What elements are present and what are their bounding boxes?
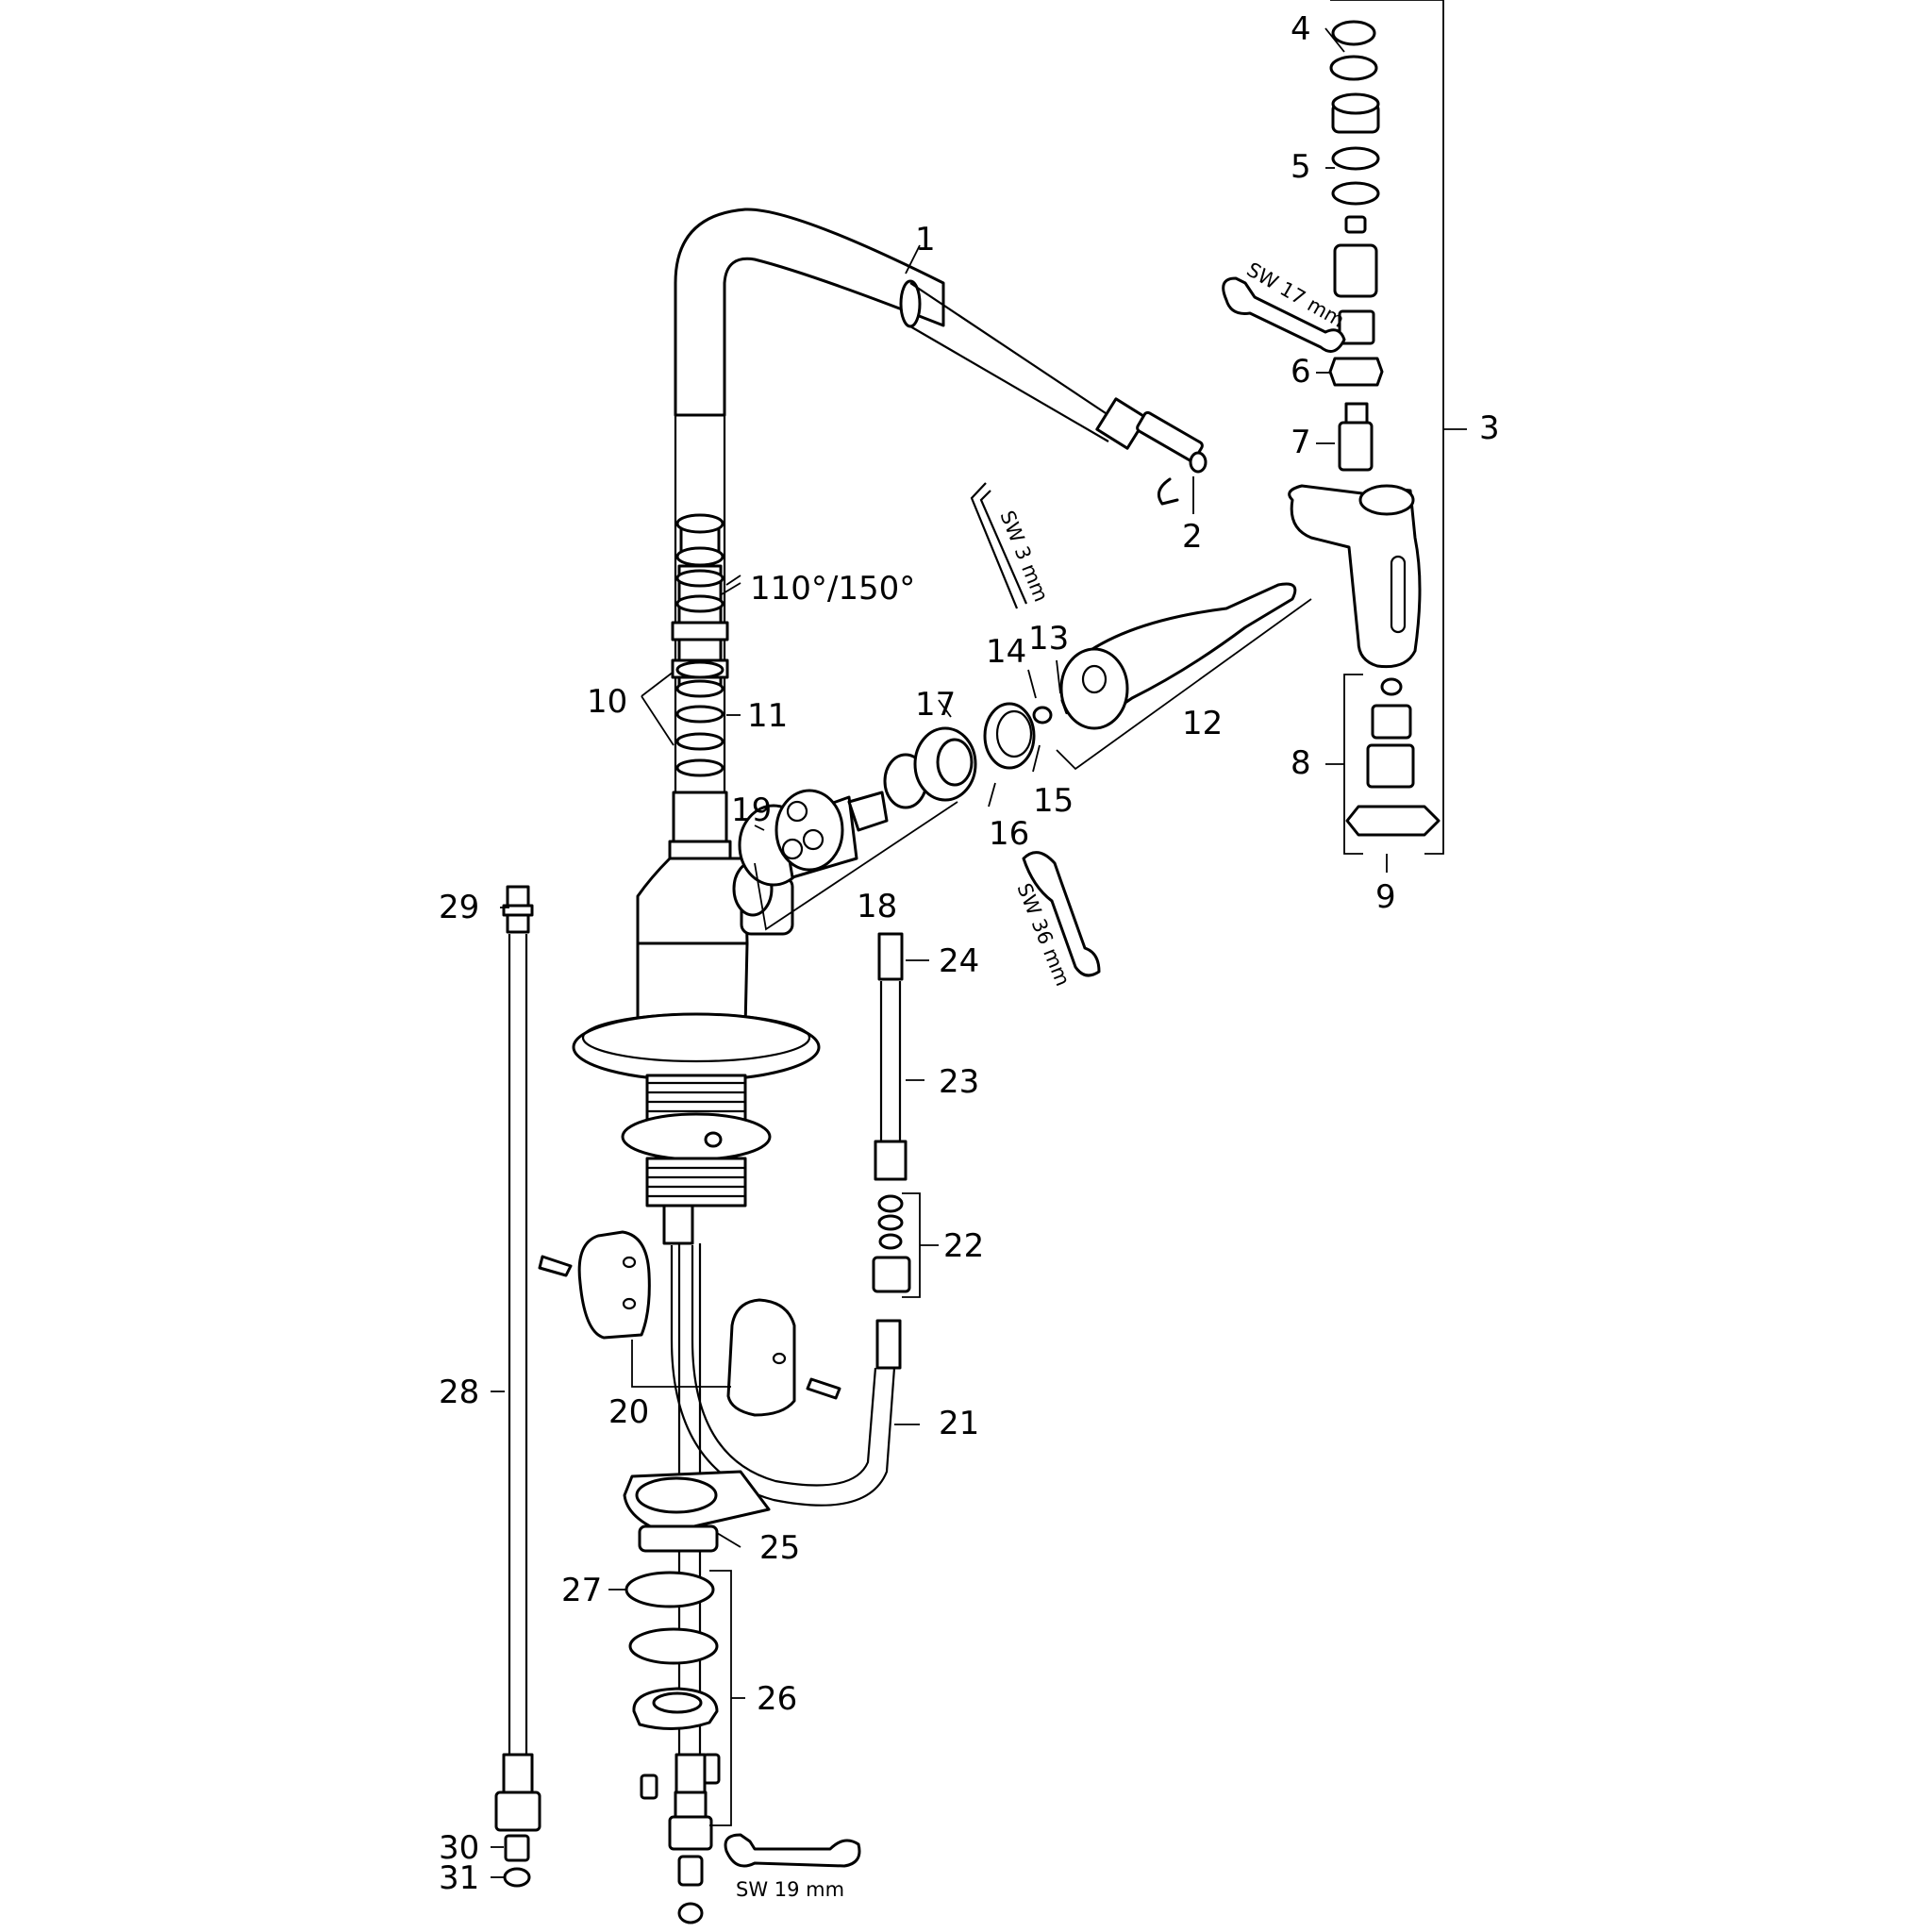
- callout-29: 29: [439, 889, 479, 926]
- callout-6: 6: [1291, 353, 1311, 391]
- supply-hose-part-28: [494, 885, 541, 1888]
- callout-27: 27: [561, 1572, 602, 1609]
- spray-head-part-3: [1288, 20, 1441, 837]
- washers-part-26-27: [625, 1571, 721, 1924]
- hex-key-sw3-icon: [970, 482, 1028, 609]
- callout-30: 30: [439, 1829, 479, 1867]
- tool-labels: SW 17 mm SW 3 mm SW 36 mm SW 19 mm: [736, 258, 1348, 1901]
- callout-18: 18: [857, 888, 897, 925]
- callout-7: 7: [1291, 424, 1311, 461]
- callout-19: 19: [731, 791, 772, 829]
- callout-5: 5: [1291, 148, 1311, 186]
- wrench-sw19-icon: [724, 1833, 861, 1868]
- callout-21: 21: [939, 1405, 979, 1442]
- callout-24: 24: [939, 942, 979, 980]
- cartridge-part-18: [732, 702, 1036, 917]
- o-ring-part-2: [1157, 451, 1208, 506]
- callout-31: 31: [439, 1859, 479, 1897]
- callout-labels: 1 2 3 4 5 6 7 8 9 10 11 12 13 14 15 16 1…: [439, 10, 1500, 1897]
- callout-leaders: [491, 0, 1467, 1878]
- callout-20: 20: [608, 1393, 649, 1431]
- callout-8: 8: [1291, 744, 1311, 782]
- callout-2: 2: [1182, 518, 1203, 556]
- callout-23: 23: [939, 1063, 979, 1101]
- wrench-sw36-icon: [1022, 851, 1101, 977]
- callout-12: 12: [1182, 705, 1223, 742]
- callout-16: 16: [989, 815, 1029, 853]
- callout-3: 3: [1479, 409, 1500, 447]
- callout-4: 4: [1291, 10, 1311, 48]
- callout-17: 17: [915, 686, 956, 724]
- callout-1: 1: [915, 221, 936, 258]
- angle-label: 110°/150°: [750, 570, 915, 608]
- callout-22: 22: [943, 1227, 984, 1265]
- handle-part-12: [1032, 582, 1297, 730]
- spout-part-1: [674, 208, 1204, 792]
- callout-13: 13: [1028, 620, 1069, 658]
- callout-11: 11: [747, 697, 788, 735]
- hose-part-21: [670, 1245, 902, 1507]
- callout-14: 14: [986, 633, 1026, 671]
- callout-28: 28: [439, 1374, 479, 1411]
- callout-15: 15: [1033, 782, 1074, 820]
- plate-part-25: [623, 1470, 771, 1553]
- rings-part-10-11: [675, 569, 724, 777]
- bracket-part-20: [538, 1230, 841, 1417]
- tool-label-sw3: SW 3 mm: [995, 508, 1052, 605]
- callout-9: 9: [1375, 878, 1396, 916]
- tool-label-sw19: SW 19 mm: [736, 1878, 844, 1901]
- wrench-sw17-icon: [1222, 276, 1346, 353]
- callout-26: 26: [757, 1680, 797, 1718]
- callout-10: 10: [587, 683, 627, 721]
- supply-hose-part-23: [872, 932, 911, 1293]
- callout-25: 25: [759, 1529, 800, 1567]
